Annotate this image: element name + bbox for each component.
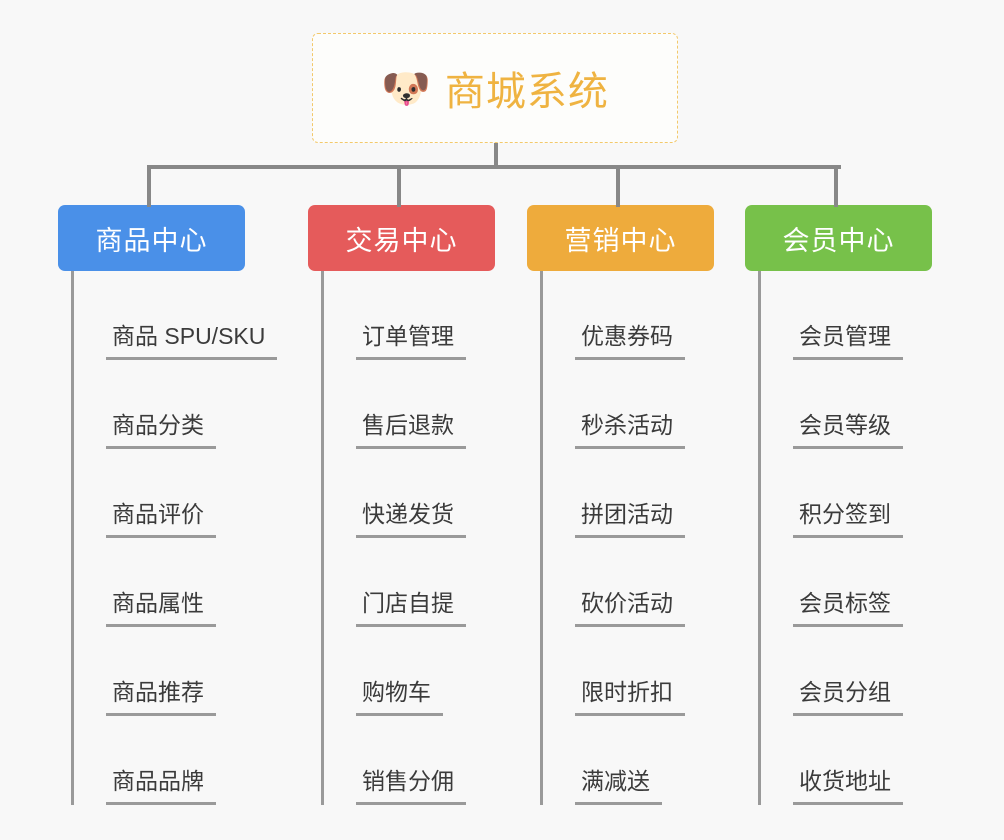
root-title: 商城系统 [444,70,609,114]
category-label: 交易中心 [345,225,458,256]
category-branch: 商品 SPU/SKU 商品分类商品评价商品属性商品推荐商品品牌 [71,271,278,805]
leaf-item-label: 商品 SPU/SKU [106,322,278,360]
category-branch: 订单管理售后退款快递发货门店自提购物车销售分佣 [321,271,495,805]
root-connector-stem [494,143,498,167]
category-branch: 会员管理会员等级积分签到会员标签会员分组收货地址 [758,271,932,805]
leaf-item-label: 商品分类 [106,411,216,449]
category-label: 会员中心 [782,225,895,256]
leaf-item-label: 门店自提 [356,589,466,627]
leaf-item[interactable]: 快递发货 [326,449,495,538]
leaf-item-label: 拼团活动 [575,500,685,538]
leaf-item[interactable]: 购物车 [326,627,495,716]
leaf-item-label: 商品属性 [106,589,216,627]
leaf-item[interactable]: 秒杀活动 [545,360,714,449]
leaf-item-label: 会员等级 [793,411,903,449]
root-node[interactable]: 🐶 商城系统 [312,33,678,143]
leaf-item-label: 商品推荐 [106,678,216,716]
leaf-item-label: 会员标签 [793,589,903,627]
category-label: 商品中心 [95,225,208,256]
leaf-item[interactable]: 限时折扣 [545,627,714,716]
category-column-1: 商品中心商品 SPU/SKU 商品分类商品评价商品属性商品推荐商品品牌 [58,165,278,805]
leaf-item-label: 快递发货 [356,500,466,538]
category-connector-drop [397,165,401,207]
leaf-item-label: 售后退款 [356,411,466,449]
root-connector-bus [149,165,841,169]
leaf-item-label: 商品评价 [106,500,216,538]
leaf-item-label: 砍价活动 [575,589,685,627]
leaf-item[interactable]: 订单管理 [326,271,495,360]
leaf-item[interactable]: 商品属性 [76,538,277,627]
leaf-item-label: 满减送 [575,767,662,805]
category-connector-drop [834,165,838,207]
leaf-item[interactable]: 满减送 [545,716,714,805]
leaf-item-label: 积分签到 [793,500,903,538]
leaf-item-label: 秒杀活动 [575,411,685,449]
leaf-item-label: 订单管理 [356,322,466,360]
category-box-3[interactable]: 营销中心 [527,205,714,271]
category-column-3: 营销中心优惠券码秒杀活动拼团活动砍价活动限时折扣满减送 [527,165,714,805]
leaf-item[interactable]: 商品分类 [76,360,277,449]
leaf-item[interactable]: 优惠券码 [545,271,714,360]
category-connector-drop [616,165,620,207]
leaf-item[interactable]: 会员管理 [763,271,932,360]
leaf-item[interactable]: 会员分组 [763,627,932,716]
leaf-item-label: 优惠券码 [575,322,685,360]
leaf-item[interactable]: 收货地址 [763,716,932,805]
leaf-item-label: 商品品牌 [106,767,216,805]
category-column-4: 会员中心会员管理会员等级积分签到会员标签会员分组收货地址 [745,165,932,805]
leaf-item[interactable]: 拼团活动 [545,449,714,538]
leaf-item-label: 会员分组 [793,678,903,716]
category-box-2[interactable]: 交易中心 [308,205,495,271]
leaf-item[interactable]: 售后退款 [326,360,495,449]
leaf-item[interactable]: 销售分佣 [326,716,495,805]
leaf-item[interactable]: 商品推荐 [76,627,277,716]
category-box-1[interactable]: 商品中心 [58,205,245,271]
category-branch: 优惠券码秒杀活动拼团活动砍价活动限时折扣满减送 [540,271,714,805]
category-column-2: 交易中心订单管理售后退款快递发货门店自提购物车销售分佣 [308,165,495,805]
category-box-4[interactable]: 会员中心 [745,205,932,271]
leaf-item-label: 销售分佣 [356,767,466,805]
category-label: 营销中心 [564,225,677,256]
leaf-item[interactable]: 门店自提 [326,538,495,627]
leaf-item-label: 会员管理 [793,322,903,360]
dog-face-icon: 🐶 [381,66,431,112]
leaf-item[interactable]: 会员等级 [763,360,932,449]
leaf-item[interactable]: 积分签到 [763,449,932,538]
leaf-item[interactable]: 砍价活动 [545,538,714,627]
leaf-item-label: 购物车 [356,678,443,716]
category-connector-drop [147,165,151,207]
leaf-item[interactable]: 商品评价 [76,449,277,538]
leaf-item-label: 收货地址 [793,767,903,805]
leaf-item[interactable]: 会员标签 [763,538,932,627]
leaf-item[interactable]: 商品品牌 [76,716,277,805]
leaf-item[interactable]: 商品 SPU/SKU [76,271,278,360]
leaf-item-label: 限时折扣 [575,678,685,716]
